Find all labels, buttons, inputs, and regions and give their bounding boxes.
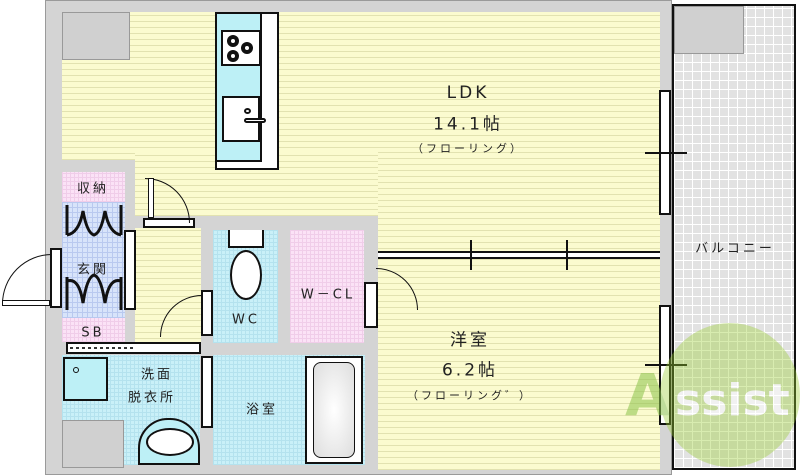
pillar-bottom-left <box>62 420 124 468</box>
walk-in-closet-area <box>290 230 364 343</box>
storage-area <box>62 172 125 202</box>
stove-icon <box>221 30 261 66</box>
ldk-floor-right <box>378 150 660 255</box>
sliding-partition <box>378 251 660 259</box>
western-room-size: 6.2帖 <box>441 360 499 381</box>
balcony-pillar <box>674 6 744 54</box>
washroom-door[interactable] <box>201 356 213 428</box>
shoebox-area <box>62 318 125 342</box>
shoebox-label: SB <box>81 325 105 341</box>
balcony-label: バルコニー <box>695 241 775 257</box>
wc-door[interactable] <box>201 290 213 336</box>
entrance-side-panel <box>124 230 136 310</box>
window-cross <box>645 364 687 366</box>
storage-label: 収納 <box>76 181 110 197</box>
washbasin-icon <box>138 418 200 465</box>
washroom-label-1: 洗面 <box>140 367 174 383</box>
partition-tick <box>566 240 568 270</box>
bathroom-label: 浴室 <box>245 402 279 418</box>
washing-machine-icon <box>63 357 108 401</box>
pillar-top-left <box>62 12 130 60</box>
entrance-area <box>62 202 125 318</box>
ldk-size: 14.1帖 <box>433 114 503 135</box>
ldk-label: LDK <box>446 83 490 103</box>
walk-in-closet-door[interactable] <box>364 282 378 328</box>
window-cross <box>645 152 687 154</box>
washroom-divider <box>66 342 201 354</box>
entrance-label: 玄関 <box>76 262 110 278</box>
partition-tick <box>470 240 472 270</box>
ldk-door-leaf <box>148 178 154 218</box>
bathtub-icon <box>305 356 363 464</box>
balcony-area <box>672 4 796 470</box>
sink-icon <box>222 96 266 142</box>
front-door-leaf <box>2 300 50 306</box>
western-room-label: 洋室 <box>450 330 490 351</box>
ldk-floor-type: （フローリング） <box>412 142 524 155</box>
toilet-icon <box>226 230 266 302</box>
walk-in-closet-label: W－CL <box>300 287 356 303</box>
western-room-floor-type: （フローリング゛） <box>407 389 533 402</box>
ldk-floor <box>62 12 660 160</box>
closet-doors-icon <box>63 205 125 310</box>
western-room-floor <box>378 228 660 470</box>
wc-label: WC <box>232 312 260 328</box>
washroom-label-2: 脱衣所 <box>127 390 177 406</box>
